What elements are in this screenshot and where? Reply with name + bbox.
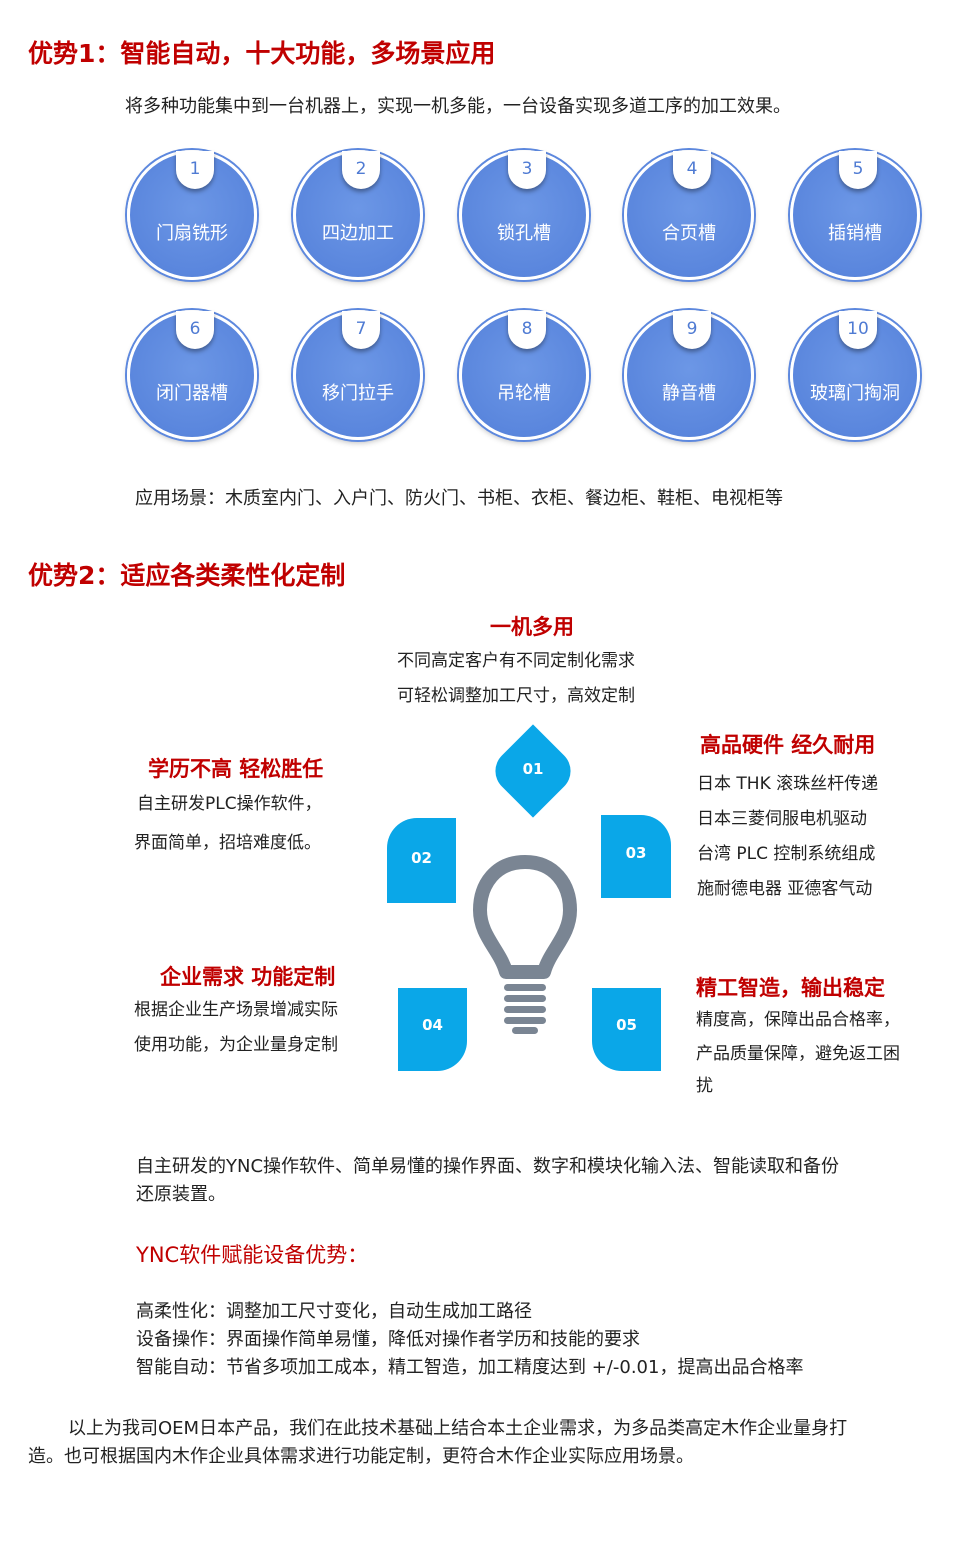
function-label: 锁孔槽 <box>497 223 551 244</box>
function-label: 静音槽 <box>662 383 716 404</box>
feature-line: 产品质量保障，避免返工困 <box>696 1044 900 1064</box>
function-circle: 3 锁孔槽 <box>459 150 589 280</box>
function-label: 门扇铣形 <box>156 223 228 244</box>
feature-line: 界面简单，招培难度低。 <box>134 833 321 853</box>
feature-title: 精工智造，输出稳定 <box>696 976 885 1000</box>
petal-number: 02 <box>411 849 432 867</box>
function-number: 3 <box>508 151 546 189</box>
ync-point: 高柔性化：调整加工尺寸变化，自动生成加工路径 <box>136 1301 532 1322</box>
function-number: 9 <box>673 311 711 349</box>
ync-point: 设备操作：界面操作简单易懂，降低对操作者学历和技能的要求 <box>136 1329 640 1350</box>
feature-line: 根据企业生产场景增减实际 <box>134 1000 338 1020</box>
function-circle: 7 移门拉手 <box>293 310 423 440</box>
function-label: 闭门器槽 <box>156 383 228 404</box>
function-circle: 9 静音槽 <box>624 310 754 440</box>
feature-line: 使用功能，为企业量身定制 <box>134 1035 338 1055</box>
function-label: 插销槽 <box>828 223 882 244</box>
feature-title: 学历不高 轻松胜任 <box>148 757 324 781</box>
feature-line: 日本三菱伺服电机驱动 <box>697 809 867 829</box>
function-number: 7 <box>342 311 380 349</box>
section2-title: 优势2：适应各类柔性化定制 <box>28 561 346 590</box>
function-number: 8 <box>508 311 546 349</box>
function-label: 合页槽 <box>662 223 716 244</box>
section1-intro: 将多种功能集中到一台机器上，实现一机多能，一台设备实现多道工序的加工效果。 <box>125 96 791 117</box>
feature-line: 精度高，保障出品合格率， <box>696 1010 900 1030</box>
petal-number: 01 <box>522 760 544 778</box>
function-number: 2 <box>342 151 380 189</box>
function-number: 6 <box>176 311 214 349</box>
function-label: 吊轮槽 <box>497 383 551 404</box>
function-circle: 1 门扇铣形 <box>127 150 257 280</box>
closing-paragraph: 以上为我司OEM日本产品，我们在此技术基础上结合本土企业需求，为多品类高定木作企… <box>68 1418 848 1439</box>
feature-line: 台湾 PLC 控制系统组成 <box>697 844 876 864</box>
petal-05: 05 <box>592 988 661 1071</box>
lightbulb-icon <box>473 855 577 1034</box>
petal-04: 04 <box>398 988 467 1071</box>
function-circle: 5 插销槽 <box>790 150 920 280</box>
feature-title: 企业需求 功能定制 <box>160 965 336 989</box>
feature-line: 扰 <box>696 1076 713 1096</box>
feature-line: 可轻松调整加工尺寸，高效定制 <box>397 686 635 706</box>
petal-number: 03 <box>625 844 647 862</box>
software-desc: 自主研发的YNC操作软件、简单易懂的操作界面、数字和模块化输入法、智能读取和备份 <box>136 1156 840 1177</box>
function-label: 移门拉手 <box>322 383 394 404</box>
feature-line: 不同高定客户有不同定制化需求 <box>397 651 635 671</box>
function-label: 四边加工 <box>322 223 394 244</box>
function-circle: 10 玻璃门掏洞 <box>790 310 920 440</box>
function-circle: 8 吊轮槽 <box>459 310 589 440</box>
petal-number: 05 <box>616 1016 637 1034</box>
feature-line: 施耐德电器 亚德客气动 <box>697 879 873 899</box>
ync-title: YNC软件赋能设备优势： <box>136 1243 369 1267</box>
application-scenes: 应用场景：木质室内门、入户门、防火门、书柜、衣柜、餐边柜、鞋柜、电视柜等 <box>135 488 783 509</box>
function-number: 5 <box>839 151 877 189</box>
ync-point: 智能自动：节省多项加工成本，精工智造，加工精度达到 +/-0.01，提高出品合格… <box>136 1357 804 1378</box>
function-circle: 4 合页槽 <box>624 150 754 280</box>
software-desc-cont: 还原装置。 <box>136 1184 226 1205</box>
petal-03: 03 <box>601 815 671 898</box>
petal-number: 04 <box>422 1016 443 1034</box>
function-number: 10 <box>839 311 877 349</box>
feature-line: 自主研发PLC操作软件， <box>137 794 322 814</box>
function-number: 1 <box>176 151 214 189</box>
function-label: 玻璃门掏洞 <box>810 383 900 404</box>
petal-02: 02 <box>387 818 456 903</box>
feature-line: 日本 THK 滚珠丝杆传递 <box>697 774 879 794</box>
function-circle: 6 闭门器槽 <box>127 310 257 440</box>
function-circle: 2 四边加工 <box>293 150 423 280</box>
section1-title: 优势1：智能自动，十大功能，多场景应用 <box>28 39 496 68</box>
closing-paragraph-cont: 造。也可根据国内木作企业具体需求进行功能定制，更符合木作企业实际应用场景。 <box>28 1446 694 1467</box>
function-number: 4 <box>673 151 711 189</box>
feature-title: 高品硬件 经久耐用 <box>700 733 876 757</box>
feature-title: 一机多用 <box>490 615 574 639</box>
